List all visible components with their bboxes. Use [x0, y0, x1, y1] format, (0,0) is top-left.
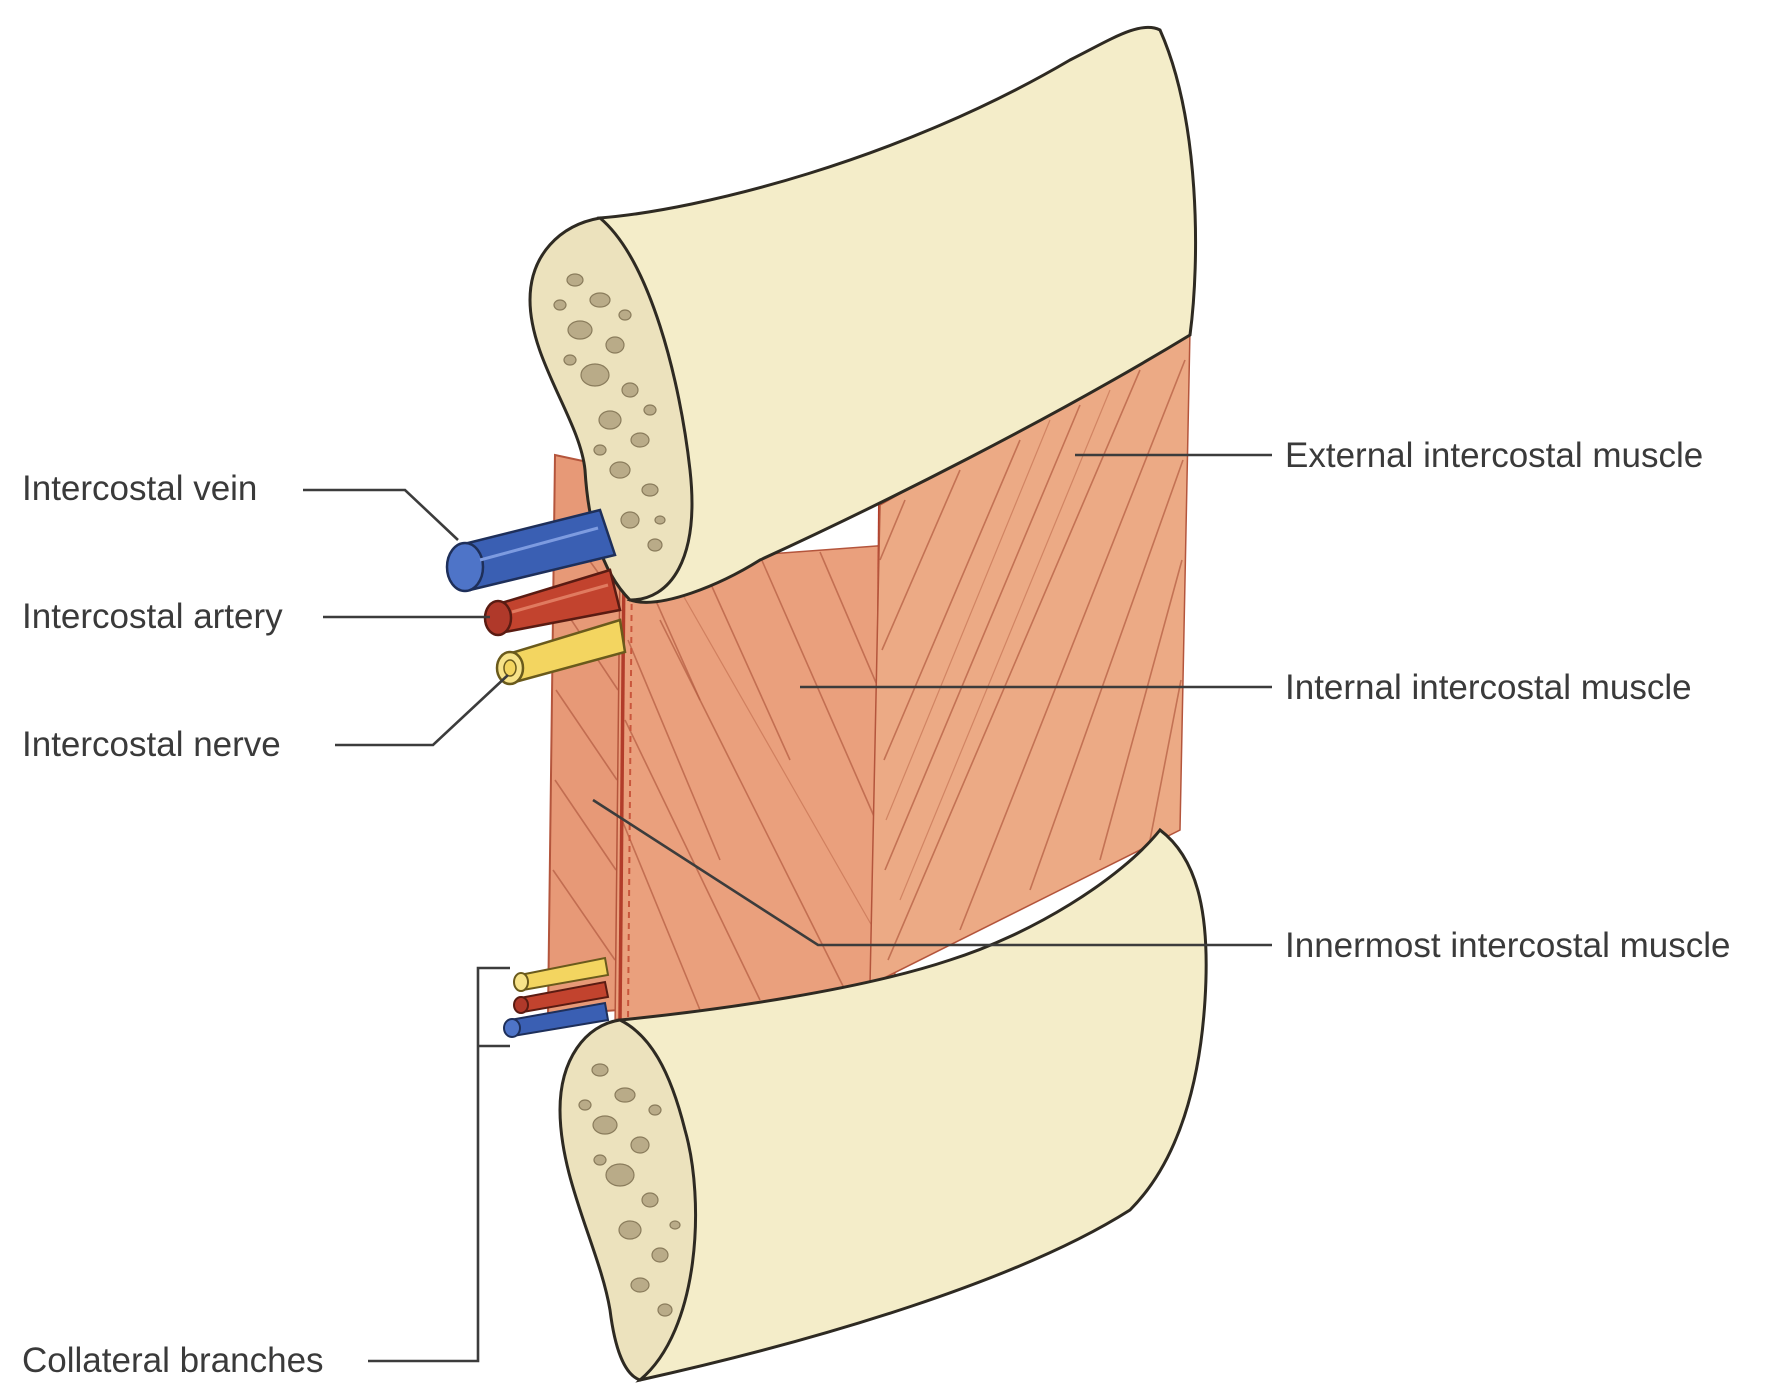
leader-intercostal-nerve — [335, 675, 508, 745]
label-intercostal-artery: Intercostal artery — [22, 597, 283, 636]
leader-intercostal-vein — [303, 490, 458, 540]
neurovascular-bundle — [447, 510, 625, 684]
label-internal-intercostal-muscle: Internal intercostal muscle — [1285, 668, 1692, 707]
label-collateral-branches: Collateral branches — [22, 1341, 324, 1380]
label-intercostal-vein: Intercostal vein — [22, 469, 257, 508]
collateral-branches-bundle — [504, 958, 608, 1037]
label-external-intercostal-muscle: External intercostal muscle — [1285, 436, 1703, 475]
label-innermost-intercostal-muscle: Innermost intercostal muscle — [1285, 926, 1730, 965]
leader-collateral-branches — [368, 968, 510, 1361]
label-intercostal-nerve: Intercostal nerve — [22, 725, 281, 764]
